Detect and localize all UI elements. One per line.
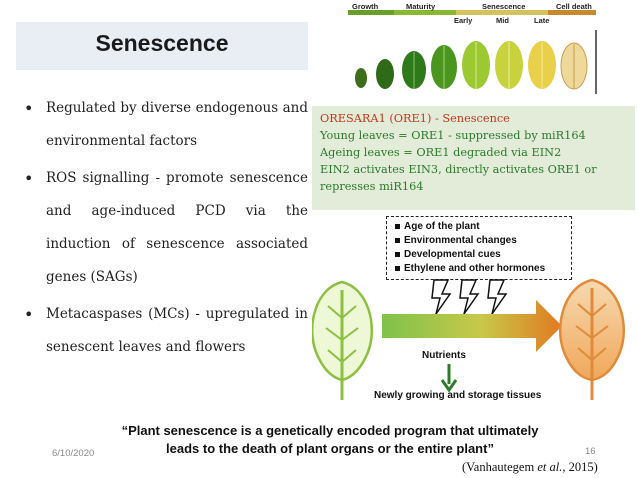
bullet-text: ROS signalling - promote senescence and … xyxy=(46,170,308,285)
stage-label-senescence: Senescence xyxy=(482,2,526,11)
ore1-line: Ageing leaves = ORE1 degraded via EIN2 xyxy=(320,146,562,159)
nutrient-down-arrow-icon xyxy=(440,364,458,393)
factor-item: Developmental cues xyxy=(395,249,501,260)
green-leaf-icon xyxy=(312,280,373,400)
leaf-progression-image xyxy=(355,30,597,94)
senescent-leaf-icon xyxy=(559,278,625,400)
quote-line: “Plant senescence is a genetically encod… xyxy=(121,423,539,438)
leaf-4 xyxy=(431,45,457,89)
maturity-bar xyxy=(394,10,456,15)
bullet-dot: • xyxy=(24,169,34,188)
ore1-title: ORESARA1 (ORE1) - Senescence xyxy=(320,112,510,125)
growth-bar xyxy=(348,10,394,15)
leaf-7 xyxy=(528,41,556,89)
aging-arrow-icon xyxy=(382,300,562,352)
quote-block: “Plant senescence is a genetically encod… xyxy=(40,422,620,458)
lightning-bolt-icon xyxy=(431,279,452,315)
lightning-bolt-icon xyxy=(459,279,480,315)
leaf-1 xyxy=(355,68,367,88)
stage-label-mid: Mid xyxy=(496,16,509,25)
bullet-item: • ROS signalling - promote senescence an… xyxy=(20,162,308,294)
leaf-8 xyxy=(560,42,588,90)
stage-label-cell-death: Cell death xyxy=(556,2,592,11)
factor-item: Environmental changes xyxy=(395,235,517,246)
stage-label-maturity: Maturity xyxy=(406,2,436,11)
leaf-5 xyxy=(462,41,490,89)
factors-box: Age of the plant Environmental changes D… xyxy=(386,216,572,280)
ore1-line: EIN2 activates EIN3, directly activates … xyxy=(320,163,597,193)
nutrients-label: Nutrients xyxy=(422,350,466,361)
slide-title: Senescence xyxy=(95,30,229,56)
page-number: 16 xyxy=(585,446,596,457)
senescence-bar xyxy=(456,10,548,15)
leaf-stage-header: Growth Maturity Senescence Cell death Ea… xyxy=(348,2,596,34)
stage-label-late: Late xyxy=(534,16,550,25)
factor-item: Ethylene and other hormones xyxy=(395,263,545,274)
bullet-dot: • xyxy=(24,99,34,118)
leaf-2 xyxy=(376,59,394,89)
bullet-item: • Regulated by diverse endogenous and en… xyxy=(20,92,308,158)
slide-date: 6/10/2020 xyxy=(52,448,95,459)
ore1-line: Young leaves = ORE1 - suppressed by miR1… xyxy=(320,129,586,142)
citation: (Vanhautegem et al., 2015) xyxy=(462,460,598,474)
senescence-diagram xyxy=(312,278,625,400)
cell-death-bar xyxy=(548,10,596,15)
ore1-info-box: ORESARA1 (ORE1) - Senescence Young leave… xyxy=(312,106,635,210)
bullet-text: Metacaspases (MCs) - upregulated in sene… xyxy=(46,306,308,355)
leaf-6 xyxy=(495,41,523,89)
bullet-list: • Regulated by diverse endogenous and en… xyxy=(20,92,308,368)
bullet-item: • Metacaspases (MCs) - upregulated in se… xyxy=(20,298,308,364)
bullet-dot: • xyxy=(24,305,34,324)
growing-tissues-label: Newly growing and storage tissues xyxy=(374,390,542,401)
bullet-text: Regulated by diverse endogenous and envi… xyxy=(46,100,308,149)
title-box: Senescence xyxy=(16,22,308,70)
stage-label-growth: Growth xyxy=(352,2,379,11)
stage-label-early: Early xyxy=(454,16,473,25)
leaf-3 xyxy=(402,51,426,89)
quote-line: leads to the death of plant organs or th… xyxy=(166,441,494,456)
lightning-bolt-icon xyxy=(487,279,508,315)
factor-item: Age of the plant xyxy=(395,221,480,232)
